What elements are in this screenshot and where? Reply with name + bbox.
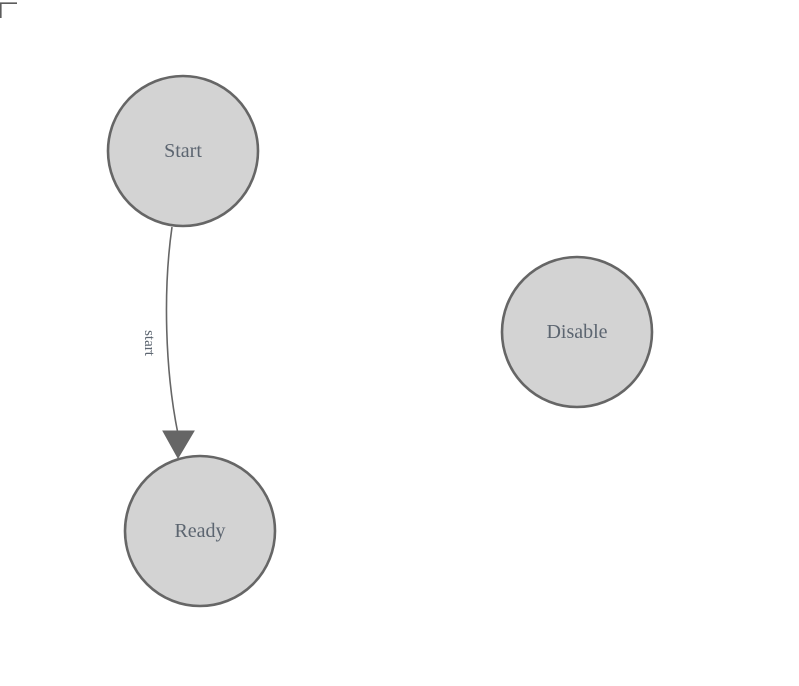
node-ready-label: Ready [174,520,225,542]
edge-label-start: start [141,330,157,357]
node-start-label: Start [164,140,202,162]
canvas-corner-bracket [0,2,17,18]
node-start-shape[interactable] [106,74,260,228]
node-disable-shape[interactable] [500,255,654,409]
node-disable-label: Disable [546,321,607,343]
node-ready-shape[interactable] [123,454,277,608]
node-ready[interactable]: Ready [123,454,277,608]
edge-path-start-to-ready [165,226,179,435]
node-disable[interactable]: Disable [500,255,654,409]
edge-start-to-ready[interactable]: start [141,226,195,460]
edge-arrowhead-icon [162,430,195,460]
node-start[interactable]: Start [106,74,260,228]
